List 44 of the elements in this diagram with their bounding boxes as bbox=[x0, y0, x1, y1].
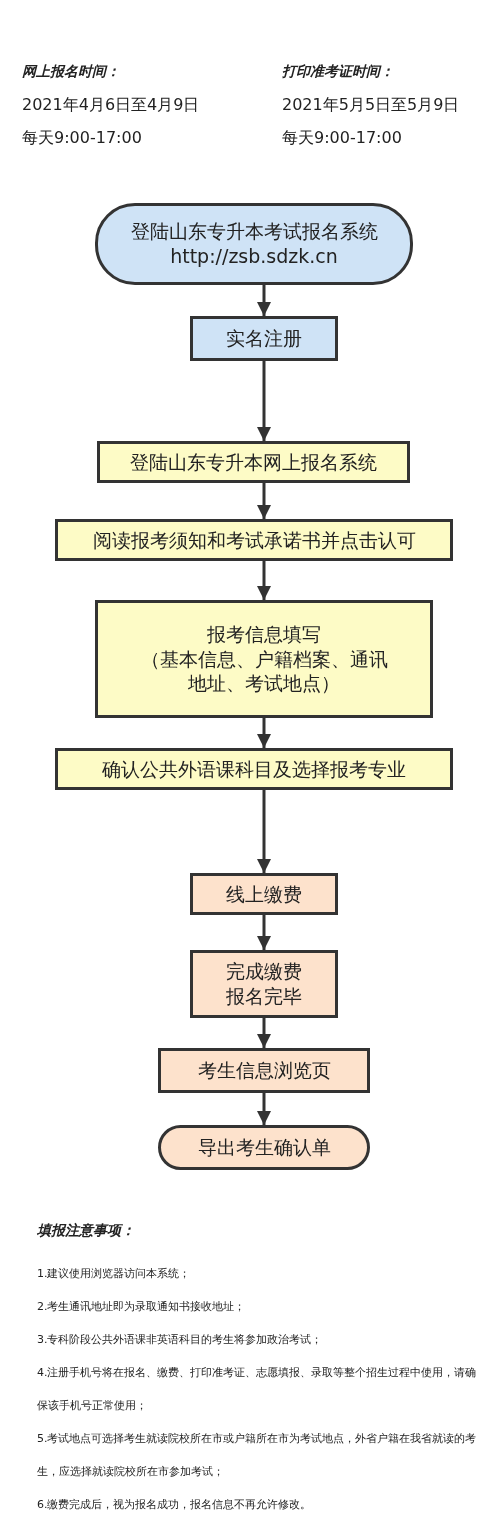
node-text: 报考信息填写 bbox=[207, 621, 321, 647]
process-box bbox=[158, 1048, 370, 1093]
section-heading: 打印准考证时间： bbox=[282, 62, 395, 81]
node-text: 阅读报考须知和考试承诺书并点击认可 bbox=[92, 527, 416, 553]
process-box bbox=[97, 441, 410, 483]
note-text: 2.考生通讯地址即为录取通知书接收地址； bbox=[37, 1299, 247, 1315]
rounded-process-box bbox=[158, 1125, 370, 1170]
arrow bbox=[257, 718, 271, 748]
node-text: 线上缴费 bbox=[226, 881, 302, 907]
arrow bbox=[257, 790, 271, 873]
process-box bbox=[190, 316, 338, 361]
date-text: 2021年5月5日至5月9日 bbox=[282, 95, 461, 116]
process-box bbox=[55, 519, 453, 561]
node-text: 实名注册 bbox=[226, 326, 302, 351]
arrow bbox=[257, 285, 271, 316]
note-text: 5.考试地点可选择考生就读院校所在市或户籍所在市为考试地点，外省户籍在我省就读的考生，应选择就读院校所在市参加考试； bbox=[37, 1431, 478, 1480]
note-text: 1.建议使用浏览器访问本系统； bbox=[37, 1266, 192, 1282]
section-heading: 网上报名时间： bbox=[22, 62, 121, 81]
section-heading: 填报注意事项： bbox=[37, 1221, 136, 1240]
node-text: 考生信息浏览页 bbox=[197, 1058, 331, 1083]
arrow bbox=[257, 915, 271, 950]
node-text: 登陆山东专升本网上报名系统 bbox=[130, 449, 377, 475]
node-text: 确认公共外语课科目及选择报考专业 bbox=[102, 756, 406, 782]
node-text: （基本信息、户籍档案、通讯地址、考试地点） bbox=[139, 646, 389, 697]
arrow bbox=[257, 1018, 271, 1048]
date-text: 每天9:00-17:00 bbox=[282, 128, 403, 149]
arrow bbox=[257, 561, 271, 600]
node-text: 报名完毕 bbox=[226, 984, 302, 1009]
node-text: 登陆山东专升本考试报名系统 bbox=[130, 219, 378, 244]
note-text: 3.专科阶段公共外语课非英语科目的考生将参加政治考试； bbox=[37, 1332, 324, 1348]
node-text: 导出考生确认单 bbox=[197, 1135, 331, 1160]
node-text: http://zsb.sdzk.cn bbox=[170, 244, 338, 269]
node-text: 完成缴费 bbox=[226, 959, 302, 984]
date-text: 2021年4月6日至4月9日 bbox=[22, 95, 201, 116]
note-text: 4.注册手机号将在报名、缴费、打印准考证、志愿填报、录取等整个招生过程中使用，请确保该手机号正常使用； bbox=[37, 1365, 478, 1414]
note-text: 6.缴费完成后，视为报名成功，报名信息不再允许修改。 bbox=[37, 1497, 313, 1513]
process-box bbox=[95, 600, 433, 718]
process-box bbox=[55, 748, 453, 790]
arrow bbox=[257, 1093, 271, 1125]
process-box bbox=[190, 950, 338, 1018]
arrow bbox=[257, 483, 271, 519]
date-text: 每天9:00-17:00 bbox=[22, 128, 143, 149]
process-box bbox=[190, 873, 338, 915]
arrow bbox=[257, 361, 271, 441]
